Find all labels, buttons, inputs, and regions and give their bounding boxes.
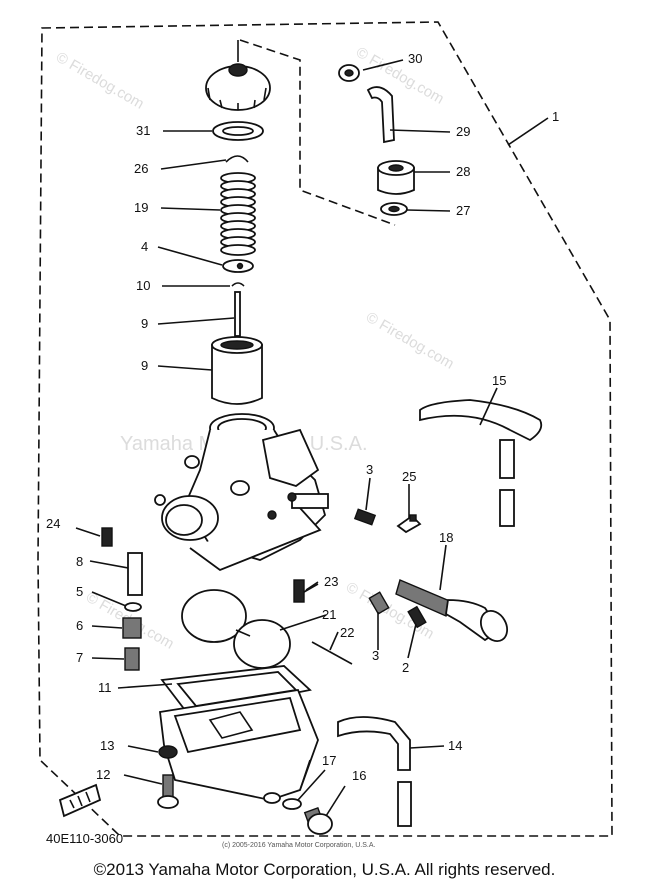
watermark-firedog-2: © Firedog.com [353,44,447,108]
nozzle-washer [124,602,142,612]
callout-22: 22 [340,625,354,640]
pilot-air-screw [353,508,377,526]
callout-9b: 9 [141,358,148,373]
watermark-firedog-1: © Firedog.com [53,49,147,113]
callout-11: 11 [98,680,112,695]
callout-16: 16 [352,768,366,783]
callout-18: 18 [439,530,453,545]
vent-cap [377,160,415,195]
callout-12: 12 [96,767,110,782]
overflow-hose-lower [337,716,411,771]
throttle-valve [211,336,263,405]
watermark-firedog-5: © Firedog.com [343,579,437,643]
small-copyright: (c) 2005-2016 Yamaha Motor Corporation, … [222,842,375,849]
callout-10: 10 [136,278,150,293]
pilot-screw-spring [368,591,390,615]
callout-31: 31 [136,123,150,138]
vent-washer-hole [388,205,400,213]
idle-screw [396,514,422,534]
callout-labels: 30 29 28 27 1 31 26 19 4 10 9 9 15 3 25 … [46,51,559,783]
cap-vent-link [239,39,396,226]
throttle-clip [225,155,249,163]
bowl-screw [157,774,179,809]
callout-3b: 3 [372,648,379,663]
vent-elbow-pipe [366,86,395,144]
bowl-screw-washer [158,745,178,759]
callout-23: 23 [324,574,338,589]
carburetor-body [154,413,329,572]
copyright-notice: ©2013 Yamaha Motor Corporation, U.S.A. A… [93,860,556,879]
callout-17: 17 [322,753,336,768]
callout-28: 28 [456,164,470,179]
callout-25: 25 [402,469,416,484]
plate-hole [236,262,244,270]
callout-30: 30 [408,51,422,66]
callout-5: 5 [76,584,83,599]
callout-6: 6 [76,618,83,633]
callout-1: 1 [552,109,559,124]
diagram-code: 40E110-3060 [46,831,123,846]
main-nozzle [127,552,143,596]
pilot-jet [124,647,140,671]
pilot-screw [407,605,427,629]
callout-27: 27 [456,203,470,218]
callout-7: 7 [76,650,83,665]
callout-4: 4 [141,239,148,254]
drain-washer [282,798,302,810]
throttle-spring [220,172,256,256]
float-pin [311,641,353,665]
callout-26: 26 [134,161,148,176]
overflow-hose-end [397,781,412,827]
callout-13: 13 [100,738,114,753]
leader-lines [75,59,549,817]
overflow-hose-upper [419,399,543,527]
jet-needle [234,291,241,337]
callout-8: 8 [76,554,83,569]
manufacturer-logo-icon [58,783,102,818]
throttle-stop-screw [395,579,509,642]
callout-2: 2 [402,660,409,675]
carburetor-cap [205,40,271,111]
main-jet [122,617,142,639]
callout-29: 29 [456,124,470,139]
callout-14: 14 [448,738,462,753]
assembly-boundary [37,21,613,837]
needle-clip [231,282,245,287]
starter-jet [293,579,305,603]
float-bowl [159,688,319,804]
drain-screw [303,807,333,835]
drain-plug [101,527,113,547]
float [181,589,291,669]
callout-15: 15 [492,373,506,388]
callout-9: 9 [141,316,148,331]
cap-gasket-hole [222,126,254,136]
watermark-firedog-3: © Firedog.com [363,309,457,373]
vent-nut-hole [344,69,354,77]
callout-24: 24 [46,516,60,531]
callout-3a: 3 [366,462,373,477]
callout-19: 19 [134,200,148,215]
callout-21: 21 [322,607,336,622]
